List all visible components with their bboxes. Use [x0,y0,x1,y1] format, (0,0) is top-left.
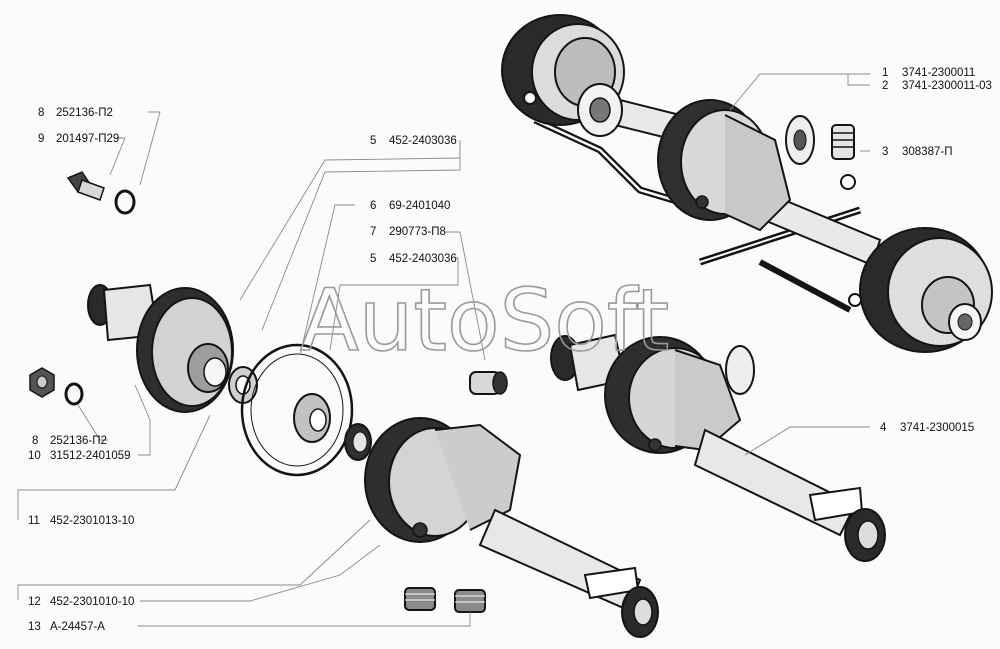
callout-5-top-number: 5 [370,135,376,147]
callout-1: 1 3741-2300011 [882,67,975,79]
callout-5-bottom-number: 5 [370,253,376,265]
callout-13-code: А-24457-А [50,621,105,633]
callout-5-bottom-code: 452-2403036 [389,253,457,265]
callout-13: 13 А-24457-А [28,621,105,633]
callout-8-bottom: 8 252136-П2 [32,435,107,447]
callout-6: 6 69-2401040 [370,200,450,212]
callout-11-code: 452-2301013-10 [50,515,134,527]
leader-lines [17,73,870,627]
watermark-text: AutoSoft [300,271,669,371]
callout-10-number: 10 [28,450,41,462]
callout-3: 3 308387-П [882,146,952,158]
callout-3-number: 3 [882,146,888,158]
callout-2-code: 3741-2300011-03 [902,80,992,92]
callout-11-number: 11 [28,515,40,527]
callout-5-bottom: 5 452-2403036 [370,253,457,265]
callout-9-code: 201497-П29 [56,133,119,145]
callout-4: 4 3741-2300015 [880,422,974,434]
callout-5-top: 5 452-2403036 [370,135,457,147]
callout-4-number: 4 [880,422,887,434]
callout-12-code: 452-2301010-10 [50,596,134,608]
callout-12: 12 452-2301010-10 [28,596,134,608]
assembled-axle-drawing [501,14,993,353]
callout-9-number: 9 [38,133,44,145]
callout-3-code: 308387-П [902,146,952,158]
callout-10: 10 31512-2401059 [28,450,131,462]
callout-8-bottom-number: 8 [32,435,38,447]
callout-2: 2 3741-2300011-03 [882,80,992,92]
callout-8-top-number: 8 [38,107,44,119]
callout-5-top-code: 452-2403036 [389,135,457,147]
callout-labels: 1 3741-2300011 2 3741-2300011-03 3 30838… [28,67,992,633]
callout-13-number: 13 [28,621,41,633]
callout-1-code: 3741-2300011 [902,67,975,79]
callout-8-top: 8 252136-П2 [38,107,113,119]
callout-9: 9 201497-П29 [38,133,119,145]
axle-housing-drawing [550,333,886,562]
callout-2-number: 2 [882,80,888,92]
callout-7-code: 290773-П8 [389,226,446,238]
callout-6-number: 6 [370,200,376,212]
callout-4-code: 3741-2300015 [900,422,974,434]
callout-7-number: 7 [370,226,376,238]
callout-6-code: 69-2401040 [389,200,450,212]
callout-10-code: 31512-2401059 [50,450,131,462]
exploded-parts-drawing [29,171,659,638]
callout-12-number: 12 [28,596,41,608]
callout-8-top-code: 252136-П2 [56,107,113,119]
callout-1-number: 1 [882,67,888,79]
callout-8-bottom-code: 252136-П2 [50,435,107,447]
callout-11: 11 452-2301013-10 [28,515,134,527]
callout-7: 7 290773-П8 [370,226,446,238]
